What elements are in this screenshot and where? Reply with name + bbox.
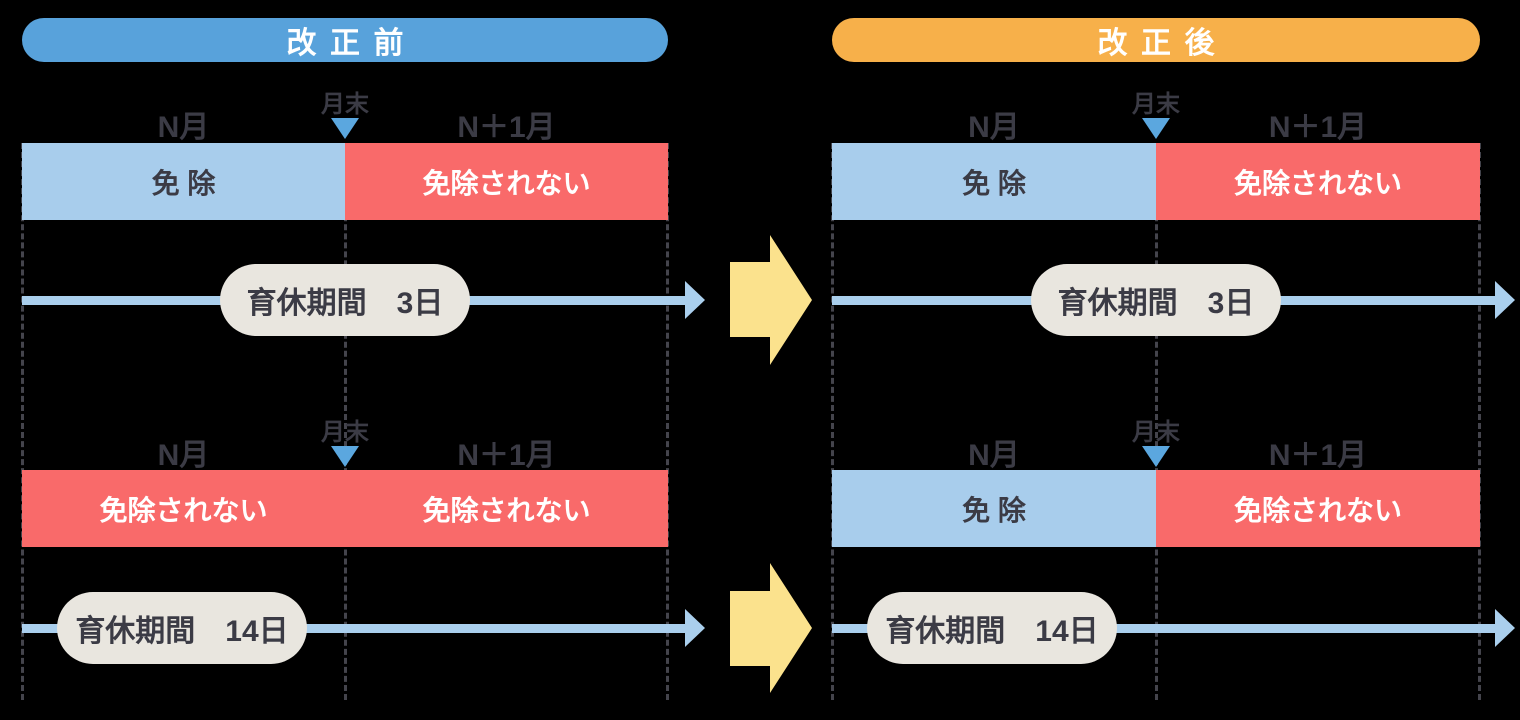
before-revision-header-badge: 改正前 [22,18,668,62]
panel-before-revision: 改正前 月末 N月 N＋1月 免 除 免除されない 育休期間 3日 月末 N月 … [21,0,705,720]
month-n-label: N月 [157,439,210,472]
leave-duration-pill: 育休期間 3日 [1031,264,1281,336]
leave-duration-pill: 育休期間 14日 [867,592,1117,664]
month-n-plus-1-label: N＋1月 [1268,439,1368,472]
not-exempt-segment: 免除されない [1156,470,1480,547]
month-end-marker-icon [1142,446,1170,467]
dashed-guide-line [666,143,669,700]
exempt-segment: 免 除 [22,143,345,220]
month-end-marker-icon [1142,118,1170,139]
not-exempt-segment: 免除されない [345,143,668,220]
exemption-bar: 免 除 免除されない [832,143,1480,220]
exempt-segment: 免 除 [832,143,1156,220]
exemption-bar: 免除されない 免除されない [22,470,668,547]
not-exempt-segment: 免除されない [1156,143,1480,220]
month-n-label: N月 [968,439,1020,472]
month-end-label: 月末 [321,419,369,446]
not-exempt-segment: 免除されない [22,470,345,547]
dashed-guide-line [831,143,834,700]
month-n-label: N月 [968,111,1020,144]
dashed-guide-line [21,143,24,700]
leave-duration-pill: 育休期間 14日 [57,592,307,664]
month-n-label: N月 [157,111,210,144]
timeline-arrowhead-icon [685,609,705,647]
month-end-label: 月末 [321,91,369,118]
after-revision-header-badge: 改正後 [832,18,1480,62]
transform-arrow-body [730,591,770,666]
exempt-segment: 免 除 [832,470,1156,547]
dashed-guide-line [344,143,347,700]
panel-after-revision: 改正後 月末 N月 N＋1月 免 除 免除されない 育休期間 3日 月末 N月 … [831,0,1515,720]
transform-arrow-head [770,563,812,693]
month-end-label: 月末 [1132,419,1180,446]
month-end-label: 月末 [1132,91,1180,118]
timeline-arrowhead-icon [1495,281,1515,319]
month-end-marker-icon [331,118,359,139]
leave-duration-pill: 育休期間 3日 [220,264,470,336]
transform-arrow-body [730,262,770,337]
timeline-arrow [22,624,685,633]
timeline-arrowhead-icon [1495,609,1515,647]
timeline-arrowhead-icon [685,281,705,319]
not-exempt-segment: 免除されない [345,470,668,547]
timeline-arrow [832,624,1495,633]
month-n-plus-1-label: N＋1月 [457,439,556,472]
month-end-marker-icon [331,446,359,467]
month-n-plus-1-label: N＋1月 [457,111,556,144]
transform-arrow-head [770,235,812,365]
exemption-bar: 免 除 免除されない [22,143,668,220]
dashed-guide-line [1155,143,1158,700]
exemption-bar: 免 除 免除されない [832,470,1480,547]
month-n-plus-1-label: N＋1月 [1268,111,1368,144]
dashed-guide-line [1478,143,1481,700]
